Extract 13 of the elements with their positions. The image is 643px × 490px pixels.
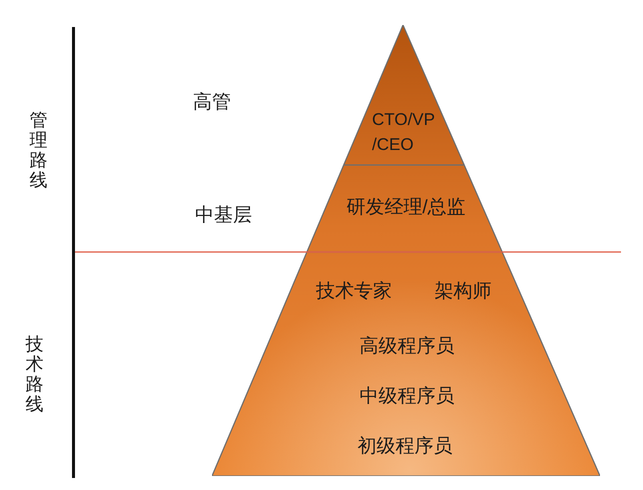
track-label: 技术路线 bbox=[25, 334, 44, 414]
level-label: 高管 bbox=[193, 91, 231, 115]
pyramid-middle-section bbox=[306, 165, 503, 252]
role-label: 技术专家 bbox=[316, 280, 392, 304]
pyramid-top-section bbox=[343, 25, 465, 165]
role-label: 高级程序员 bbox=[360, 335, 454, 359]
role-label: 架构师 bbox=[434, 280, 492, 304]
role-label: 中级程序员 bbox=[360, 385, 454, 409]
level-label: 中基层 bbox=[195, 204, 252, 228]
track-label: 管理路线 bbox=[29, 110, 48, 190]
role-label: CTO/VP /CEO bbox=[372, 109, 436, 156]
role-label: 研发经理/总监 bbox=[346, 196, 466, 220]
role-label: 初级程序员 bbox=[358, 435, 452, 459]
